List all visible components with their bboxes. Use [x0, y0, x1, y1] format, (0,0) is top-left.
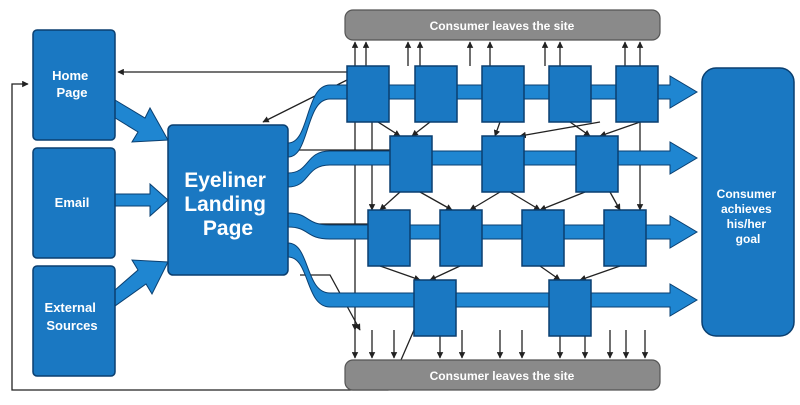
landing-page-label: Eyeliner Landing Page	[184, 169, 272, 240]
exit-top-label: Consumer leaves the site	[430, 19, 575, 33]
page-node-6	[389, 135, 433, 193]
node-link-1	[377, 121, 401, 137]
page-node-2	[414, 65, 458, 123]
source-external: External Sources	[32, 265, 116, 377]
page-node-8	[575, 135, 619, 193]
node-link-12	[609, 191, 621, 211]
page-node-12	[603, 209, 647, 267]
node-link-9	[469, 191, 501, 211]
page-node-14	[548, 279, 592, 337]
node-link-10	[509, 191, 541, 211]
node-link-5	[519, 121, 601, 139]
source-home-page: Home Page	[32, 29, 116, 141]
page-node-1	[346, 65, 390, 123]
node-link-8	[419, 191, 453, 211]
page-node-10	[439, 209, 483, 267]
flow-arrow-lane-4	[287, 242, 698, 317]
page-node-3	[481, 65, 525, 123]
node-link-16	[579, 265, 621, 282]
home-page-label: Home Page	[52, 68, 92, 100]
node-link-2	[411, 121, 431, 137]
external-sources-label: External Sources	[45, 300, 100, 333]
page-node-7	[481, 135, 525, 193]
node-link-11	[539, 191, 586, 211]
node-link-3	[493, 121, 501, 137]
source-arrow-3	[114, 259, 169, 307]
goal-label: Consumer achieves his/her goal	[717, 187, 780, 246]
flow-arrow-lane-1	[287, 75, 698, 158]
page-node-11	[521, 209, 565, 267]
source-arrow-1	[111, 99, 169, 143]
exit-bar-top: Consumer leaves the site	[344, 9, 661, 41]
page-node-4	[548, 65, 592, 123]
source-email: Email	[32, 147, 116, 259]
node-link-13	[379, 265, 421, 282]
node-link-6	[599, 121, 641, 138]
exit-bottom-label: Consumer leaves the site	[430, 369, 575, 383]
exit-bar-bottom: Consumer leaves the site	[344, 359, 661, 391]
node-link-15	[539, 265, 561, 281]
flow-arrow-lane-3	[287, 212, 698, 249]
node-link-14	[429, 265, 461, 281]
page-node-5	[615, 65, 659, 123]
email-label: Email	[55, 195, 90, 210]
node-link-4	[569, 121, 591, 137]
goal-box: Consumer achieves his/her goal	[701, 67, 795, 337]
landing-page-box: Eyeliner Landing Page	[167, 124, 289, 276]
page-node-13	[413, 279, 457, 337]
node-link-7	[379, 191, 401, 211]
page-node-9	[367, 209, 411, 267]
source-arrow-2	[114, 182, 169, 218]
page-nodes	[346, 65, 659, 337]
